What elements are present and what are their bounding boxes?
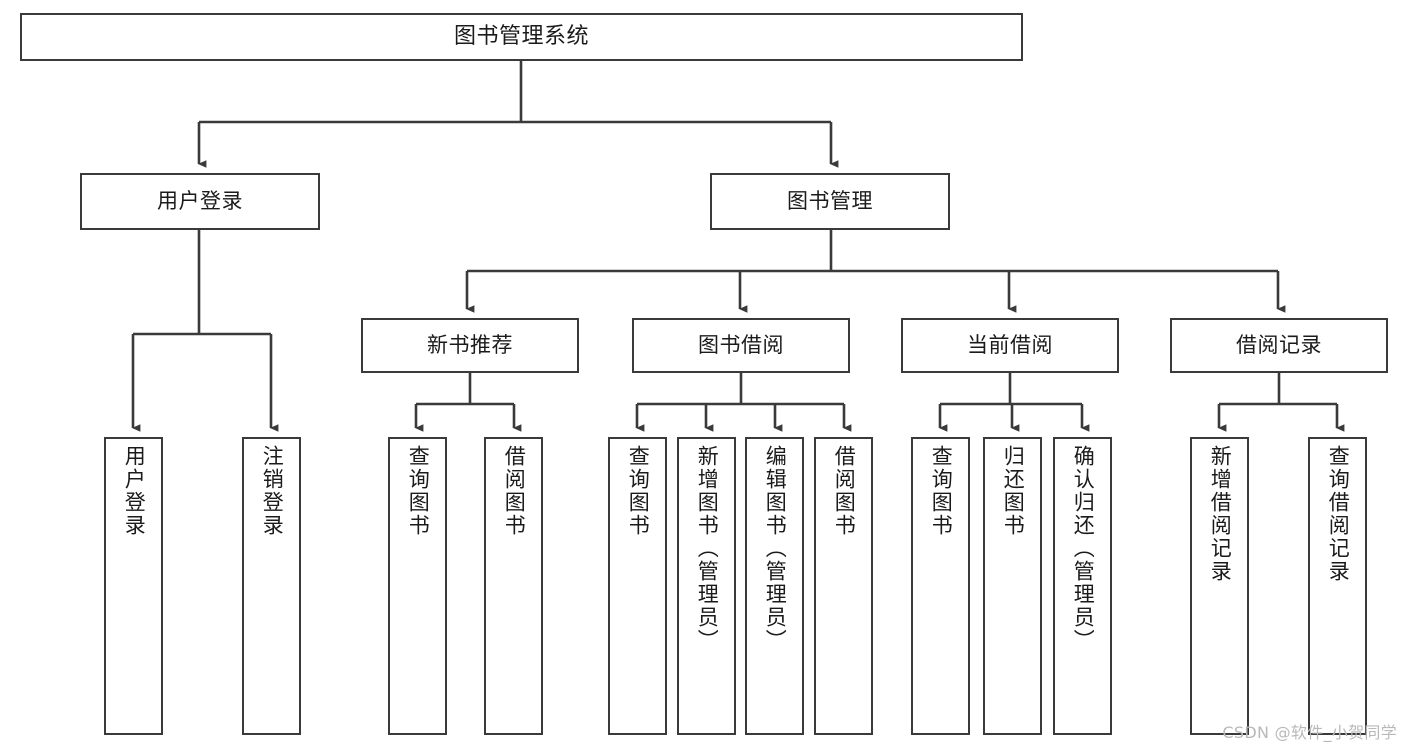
leaf-label: 查询图书 bbox=[929, 445, 954, 537]
leaf-label: 借阅图书 bbox=[502, 445, 527, 537]
node-book-management[interactable]: 图书管理 bbox=[710, 173, 950, 230]
leaf-edit-book-admin[interactable]: 编辑图书（管理员） bbox=[745, 437, 804, 735]
leaf-borrow-book[interactable]: 借阅图书 bbox=[814, 437, 873, 735]
node-user-login[interactable]: 用户登录 bbox=[80, 173, 320, 230]
leaf-label: 编辑图书（管理员） bbox=[763, 445, 788, 652]
leaf-borrow-book-recommendation[interactable]: 借阅图书 bbox=[484, 437, 543, 735]
node-new-book-recommendation[interactable]: 新书推荐 bbox=[361, 318, 579, 373]
leaf-label: 归还图书 bbox=[1001, 445, 1026, 537]
leaf-user-logout[interactable]: 注销登录 bbox=[242, 437, 301, 735]
leaf-user-login[interactable]: 用户登录 bbox=[104, 437, 163, 735]
leaf-label: 新增图书（管理员） bbox=[695, 445, 720, 652]
leaf-label: 查询图书 bbox=[626, 445, 651, 537]
leaf-query-book-recommendation[interactable]: 查询图书 bbox=[388, 437, 447, 735]
leaf-return-book[interactable]: 归还图书 bbox=[983, 437, 1042, 735]
leaf-label: 确认归还（管理员） bbox=[1071, 445, 1096, 652]
leaf-label: 新增借阅记录 bbox=[1208, 445, 1233, 583]
leaf-confirm-return-admin[interactable]: 确认归还（管理员） bbox=[1053, 437, 1112, 735]
leaf-add-borrowing-record[interactable]: 新增借阅记录 bbox=[1190, 437, 1249, 735]
csdn-watermark: CSDN @软件_小贺同学 bbox=[1222, 723, 1397, 742]
leaf-label: 查询图书 bbox=[406, 445, 431, 537]
leaf-query-borrowing-record[interactable]: 查询借阅记录 bbox=[1308, 437, 1367, 735]
node-current-borrowing[interactable]: 当前借阅 bbox=[901, 318, 1119, 373]
node-book-borrowing[interactable]: 图书借阅 bbox=[632, 318, 850, 373]
leaf-query-book-borrowing[interactable]: 查询图书 bbox=[608, 437, 667, 735]
leaf-label: 注销登录 bbox=[260, 445, 285, 537]
leaf-query-book-current[interactable]: 查询图书 bbox=[911, 437, 970, 735]
leaf-label: 借阅图书 bbox=[832, 445, 857, 537]
leaf-label: 查询借阅记录 bbox=[1326, 445, 1351, 583]
node-root-system[interactable]: 图书管理系统 bbox=[20, 13, 1023, 61]
node-borrowing-records[interactable]: 借阅记录 bbox=[1170, 318, 1388, 373]
leaf-add-book-admin[interactable]: 新增图书（管理员） bbox=[677, 437, 736, 735]
leaf-label: 用户登录 bbox=[122, 445, 147, 537]
